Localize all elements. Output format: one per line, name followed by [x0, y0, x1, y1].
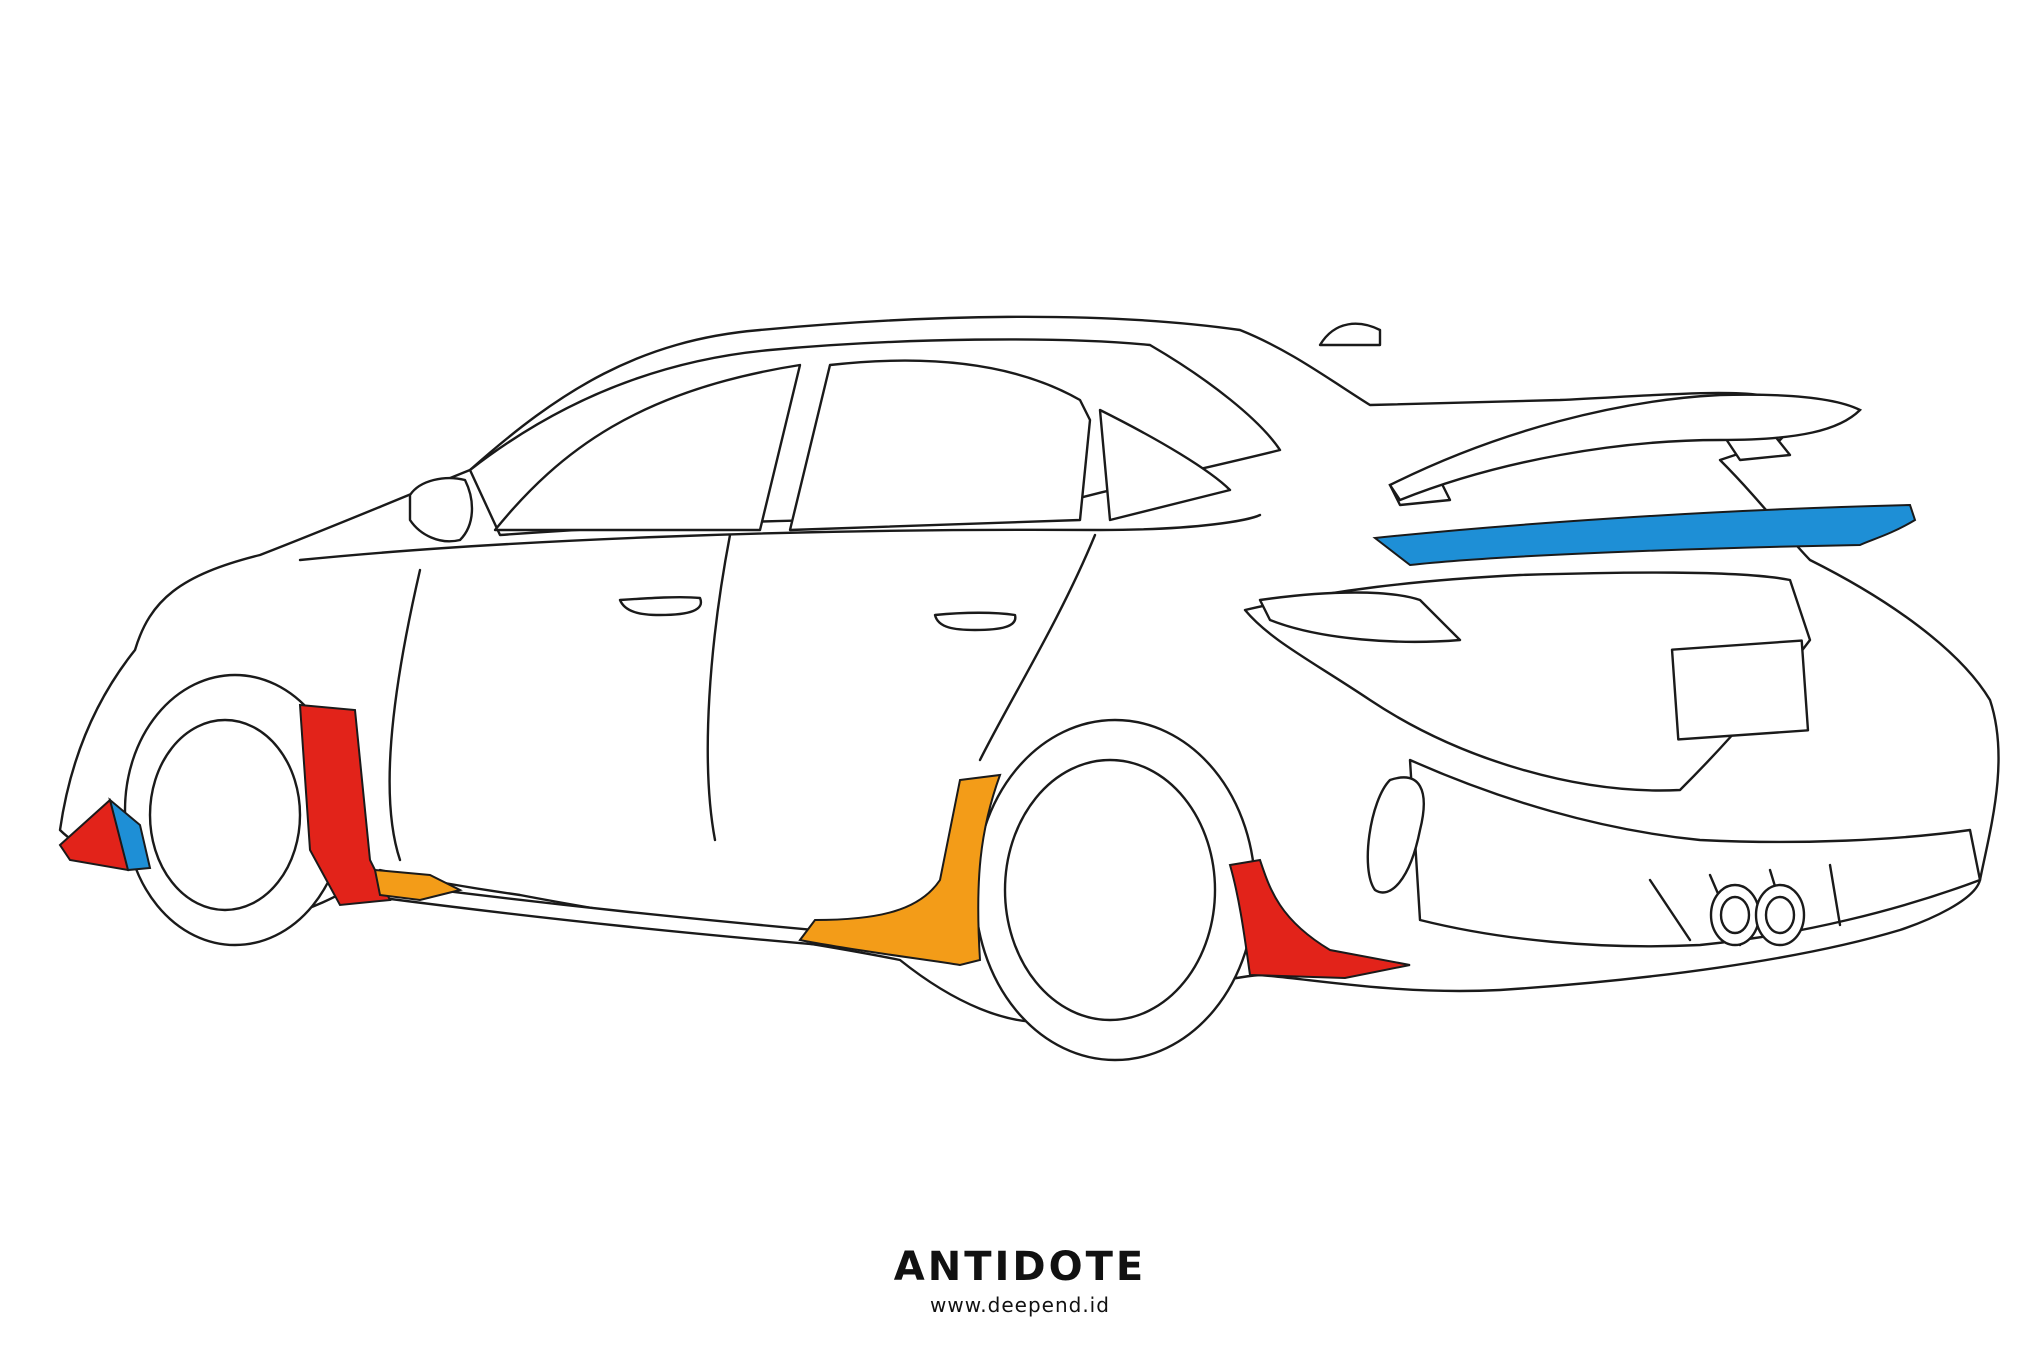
- brand-logo: ANTIDOTE: [893, 1244, 1147, 1290]
- trunk-spoiler-blue: [1372, 503, 1917, 567]
- front-fender-fin-red: [298, 703, 392, 907]
- rear-bumper-canard-red: [1228, 858, 1411, 980]
- front-canard-blue: [108, 797, 152, 872]
- car-body-outline: [58, 315, 2000, 1062]
- brand-url: www.deepend.id: [930, 1293, 1110, 1317]
- side-skirt-orange-front: [373, 868, 463, 902]
- rear-wing: [1388, 393, 1863, 502]
- side-skirt-orange-rear: [798, 773, 1002, 967]
